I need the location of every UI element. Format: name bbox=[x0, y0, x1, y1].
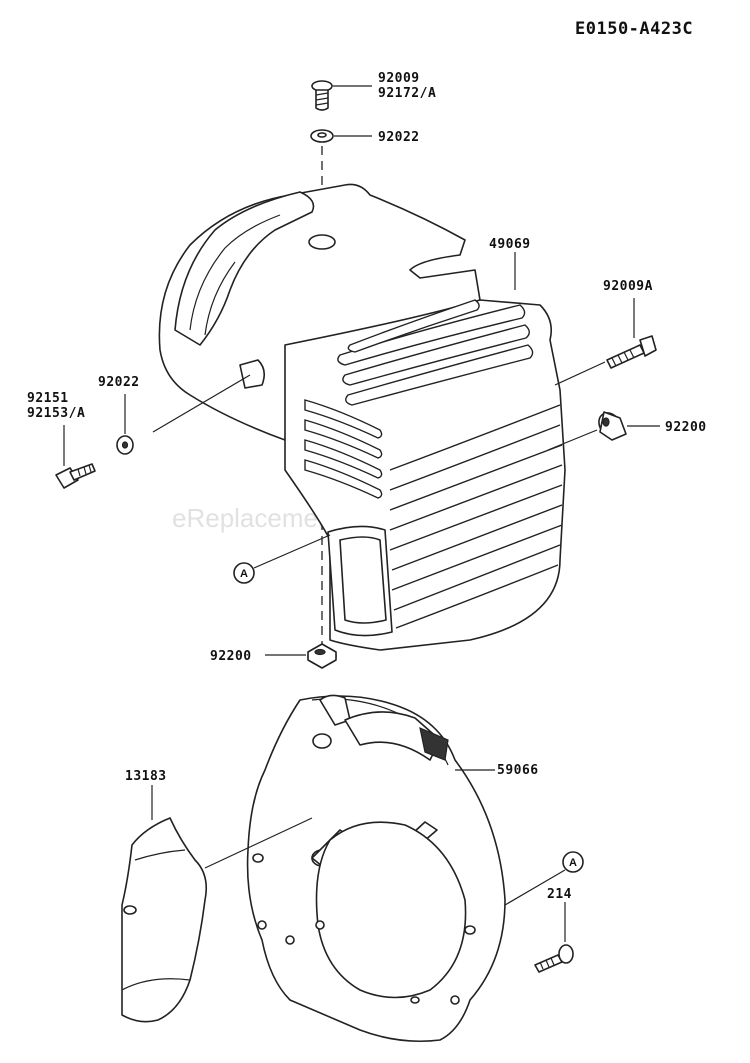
side-vent-slots bbox=[304, 399, 383, 499]
svg-text:A: A bbox=[569, 857, 577, 869]
bolt-92009a-part[interactable] bbox=[606, 335, 657, 369]
screw-92009-part[interactable] bbox=[311, 80, 333, 111]
label-214: 214 bbox=[547, 887, 572, 902]
label-92151: 92151 bbox=[27, 391, 69, 406]
top-vent-slots bbox=[337, 299, 534, 406]
reference-mark-a-lower: A bbox=[562, 851, 584, 873]
label-92009: 92009 bbox=[378, 71, 420, 86]
leader-ref-a-upper bbox=[253, 534, 331, 569]
fan-housing-59066-part[interactable] bbox=[246, 694, 506, 1043]
washer-92022-left-part[interactable] bbox=[116, 435, 134, 455]
label-92200-bottom: 92200 bbox=[210, 649, 252, 664]
washer-92022-top-part[interactable] bbox=[310, 129, 334, 143]
nut-92200-bottom-part[interactable] bbox=[307, 643, 337, 669]
label-92153-a: 92153/A bbox=[27, 406, 85, 421]
nut-92200-right-part[interactable] bbox=[594, 409, 627, 442]
diagram-code: E0150-A423C bbox=[575, 19, 693, 39]
leader-ref-a-lower bbox=[504, 869, 566, 906]
label-92022-left: 92022 bbox=[98, 375, 140, 390]
screw-92151-part[interactable] bbox=[55, 463, 96, 489]
reference-mark-a-upper: A bbox=[233, 562, 255, 584]
leader-92009a-to-cover bbox=[554, 361, 606, 386]
label-92022-top: 92022 bbox=[378, 130, 420, 145]
cooling-fins bbox=[389, 404, 563, 629]
shroud-13183-part[interactable] bbox=[121, 817, 208, 1023]
label-92172-a: 92172/A bbox=[378, 86, 436, 101]
svg-text:A: A bbox=[240, 568, 248, 580]
cylinder-cover-49069-part[interactable] bbox=[158, 183, 566, 651]
label-49069: 49069 bbox=[489, 237, 531, 252]
leader-92200-to-cover bbox=[547, 429, 598, 451]
label-13183: 13183 bbox=[125, 769, 167, 784]
label-92200-right: 92200 bbox=[665, 420, 707, 435]
label-59066: 59066 bbox=[497, 763, 539, 778]
screw-214-part[interactable] bbox=[534, 944, 574, 973]
label-92009a: 92009A bbox=[603, 279, 653, 294]
leader-13183-to-housing bbox=[204, 817, 313, 869]
leader-washer-to-tab bbox=[152, 374, 251, 433]
